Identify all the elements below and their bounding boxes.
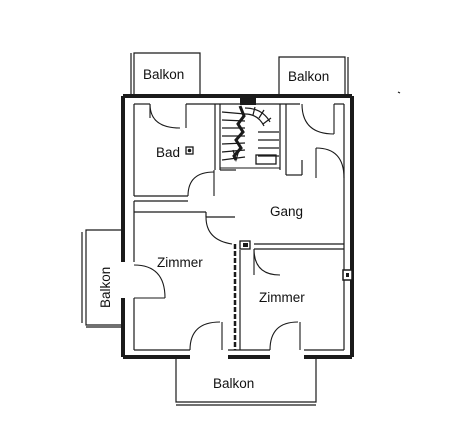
balcony-left-outline	[81, 229, 123, 328]
stairwell	[219, 96, 302, 176]
label-balcony-bottom: Balkon	[213, 376, 254, 391]
balcony-top-right-outline	[278, 56, 349, 95]
balcony-bottom-outline	[175, 358, 317, 406]
exterior-walls	[121, 94, 354, 359]
stray-mark	[397, 91, 401, 94]
label-hallway: Gang	[270, 204, 303, 219]
label-balcony-top-right: Balkon	[288, 69, 329, 84]
label-bathroom: Bad	[156, 145, 180, 160]
balcony-top-left-outline	[130, 52, 201, 95]
drain-icon	[185, 146, 194, 155]
doors	[133, 103, 345, 351]
label-room-left: Zimmer	[157, 255, 203, 270]
bathroom-walls	[134, 104, 236, 202]
label-room-right: Zimmer	[259, 290, 305, 305]
interior-walls	[134, 160, 344, 350]
label-balcony-top-left: Balkon	[143, 67, 184, 82]
label-balcony-left: Balkon	[98, 267, 113, 308]
